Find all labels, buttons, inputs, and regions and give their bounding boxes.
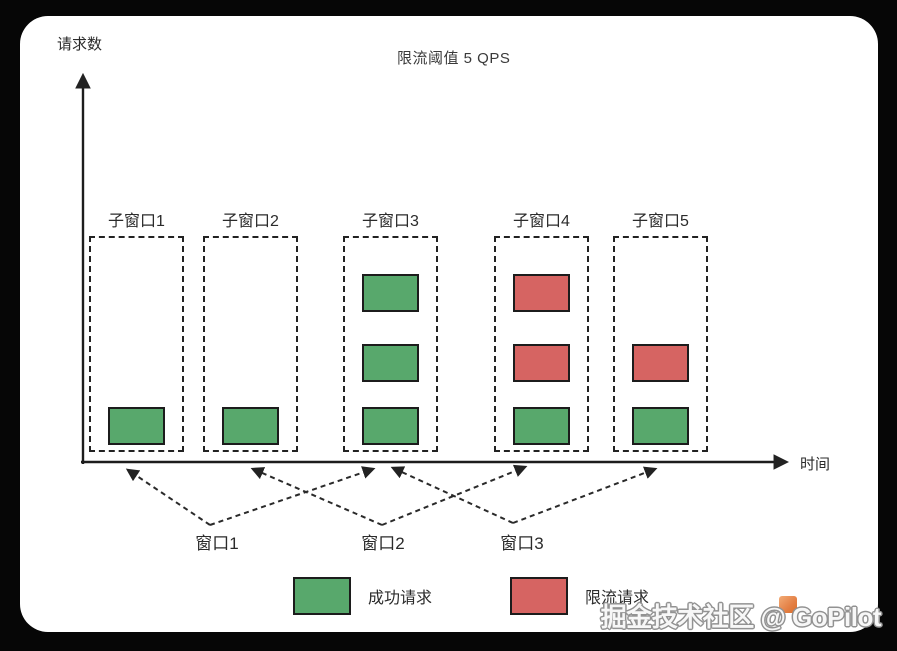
limited-request-block	[632, 344, 689, 382]
window3-right-arrow	[512, 466, 658, 524]
window2-right-arrow	[381, 464, 528, 526]
sub-window-box	[494, 236, 589, 452]
x-axis-label: 时间	[800, 456, 831, 473]
success-swatch	[293, 577, 351, 615]
window1-right-arrow	[209, 466, 376, 526]
watermark: 掘金技术社区 @ GoPilot	[600, 602, 882, 632]
legend-item-limited: 限流请求	[510, 577, 649, 615]
sub-window-label: 子窗口3	[362, 213, 419, 230]
sub-window-label: 子窗口2	[222, 213, 279, 230]
limited-swatch	[510, 577, 568, 615]
success-request-block	[513, 407, 570, 445]
sub-window-box	[613, 236, 708, 452]
window-label-2: 窗口2	[361, 534, 405, 553]
limited-request-block	[513, 274, 570, 312]
juejin-logo-icon	[779, 596, 797, 613]
sub-window-3: 子窗口3	[343, 208, 438, 452]
sub-window-1: 子窗口1	[89, 208, 184, 452]
sub-window-2: 子窗口2	[203, 208, 298, 452]
legend-item-success: 成功请求	[293, 577, 432, 615]
sub-window-box	[89, 236, 184, 452]
diagram-title: 限流阈值 5 QPS	[397, 50, 511, 67]
limited-request-block	[513, 344, 570, 382]
sub-window-label: 子窗口4	[513, 213, 570, 230]
legend-label-success: 成功请求	[368, 590, 433, 607]
legend-label-limited: 限流请求	[585, 590, 650, 607]
success-request-block	[362, 407, 419, 445]
window1-left-arrow	[125, 468, 211, 526]
sub-window-5: 子窗口5	[613, 208, 708, 452]
window2-left-arrow	[250, 467, 383, 526]
window-label-1: 窗口1	[195, 534, 239, 553]
sub-window-box	[343, 236, 438, 452]
success-request-block	[108, 407, 165, 445]
sub-window-box	[203, 236, 298, 452]
success-request-block	[362, 274, 419, 312]
y-axis-label: 请求数	[57, 36, 103, 53]
window3-left-arrow	[390, 466, 514, 524]
window-label-3: 窗口3	[500, 534, 544, 553]
diagram-background	[20, 16, 878, 632]
sub-window-4: 子窗口4	[494, 208, 589, 452]
success-request-block	[632, 407, 689, 445]
success-request-block	[222, 407, 279, 445]
success-request-block	[362, 344, 419, 382]
sub-window-label: 子窗口1	[108, 213, 165, 230]
sub-window-label: 子窗口5	[632, 213, 689, 230]
